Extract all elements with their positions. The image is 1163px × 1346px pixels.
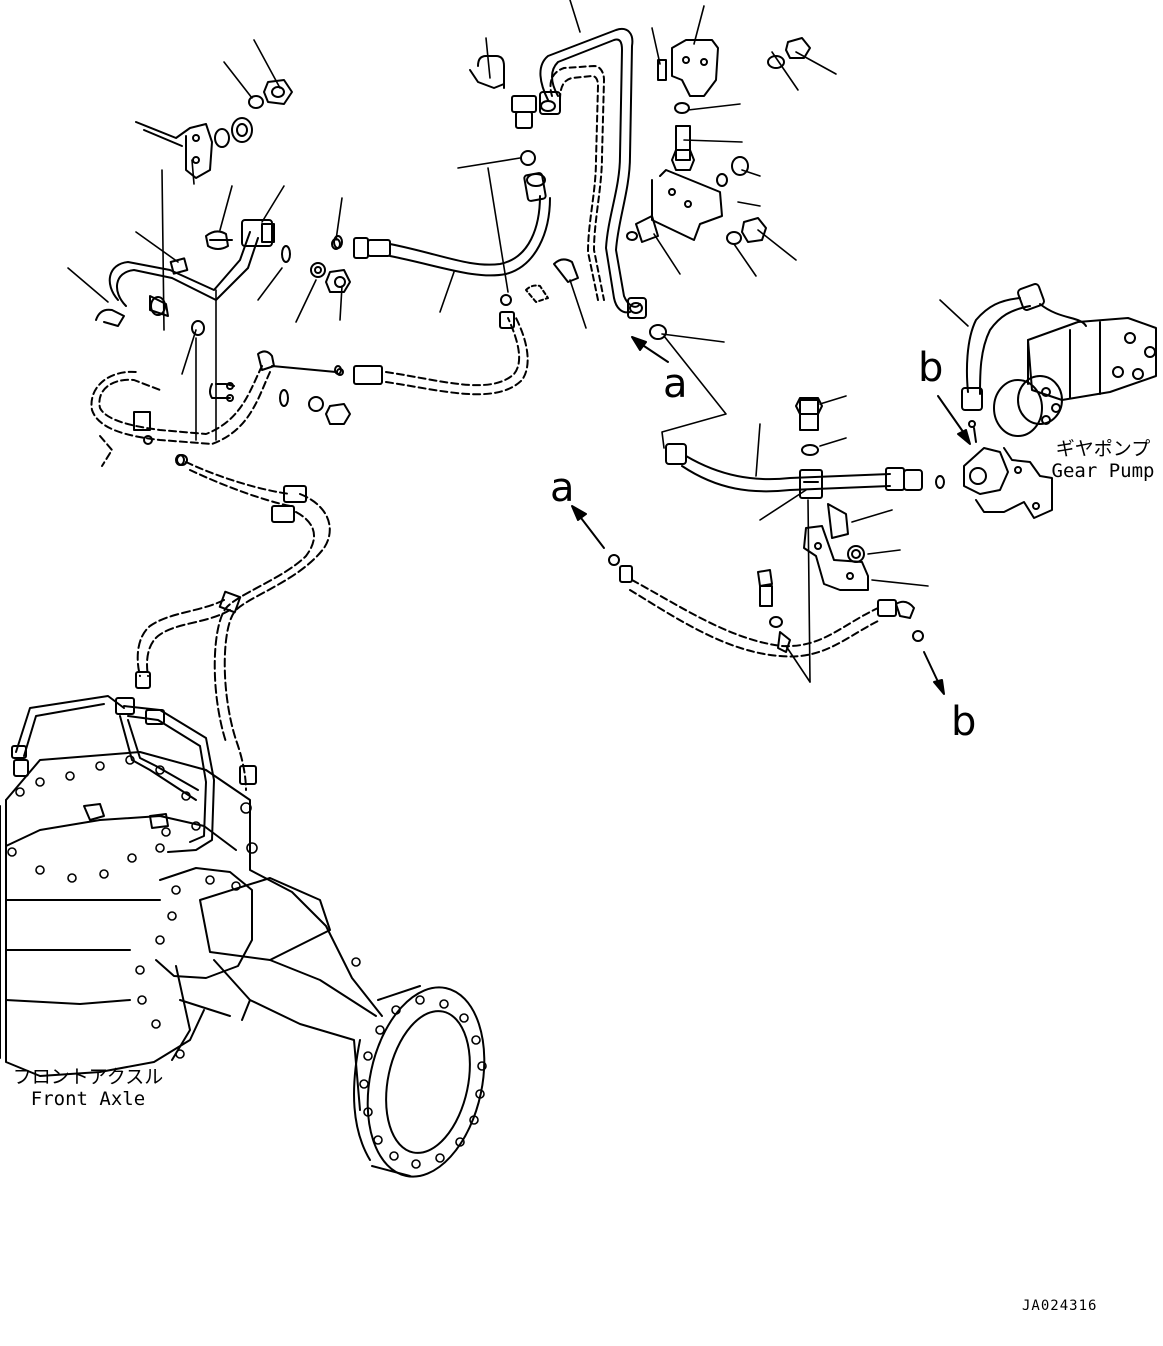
leader-lines (67, 0, 969, 683)
callout-a-top: a (663, 361, 688, 407)
callout-b-top: b (918, 345, 944, 391)
left-tube-assembly (95, 219, 351, 336)
front-axle-label-jp: フロントアクスル (12, 1066, 164, 1088)
front-axle-drawing (0, 695, 487, 1178)
axle-hose-fittings (135, 485, 307, 785)
left-ghost-fittings (133, 411, 188, 466)
lower-hose (608, 554, 924, 658)
top-tube-ghost (549, 65, 605, 301)
gear-pump-caption: ギヤポンプ Gear Pump (1044, 438, 1162, 482)
gear-pump-label-jp: ギヤポンプ (1055, 438, 1151, 460)
drawing-code: JA024316 (1022, 1298, 1098, 1314)
callout-arrows (571, 336, 971, 695)
callout-a-left: a (550, 465, 575, 511)
gear-pump-drawing (961, 283, 1157, 519)
hose-middle-ghost (385, 317, 529, 396)
front-axle-label-en: Front Axle (30, 1088, 146, 1110)
front-axle-caption: フロントアクスル Front Axle (8, 1066, 168, 1110)
top-right-bracket (525, 37, 811, 340)
hose-upper (353, 172, 551, 277)
axle-supply-hoses (136, 493, 331, 791)
gear-pump-label-en: Gear Pump (1051, 460, 1155, 482)
callout-b-bottom: b (951, 699, 977, 745)
left-bracket-assembly (135, 79, 293, 179)
left-ghost-tube (90, 365, 291, 507)
right-hose (665, 397, 945, 591)
o-rings (175, 238, 342, 466)
top-hard-tube (469, 28, 667, 319)
